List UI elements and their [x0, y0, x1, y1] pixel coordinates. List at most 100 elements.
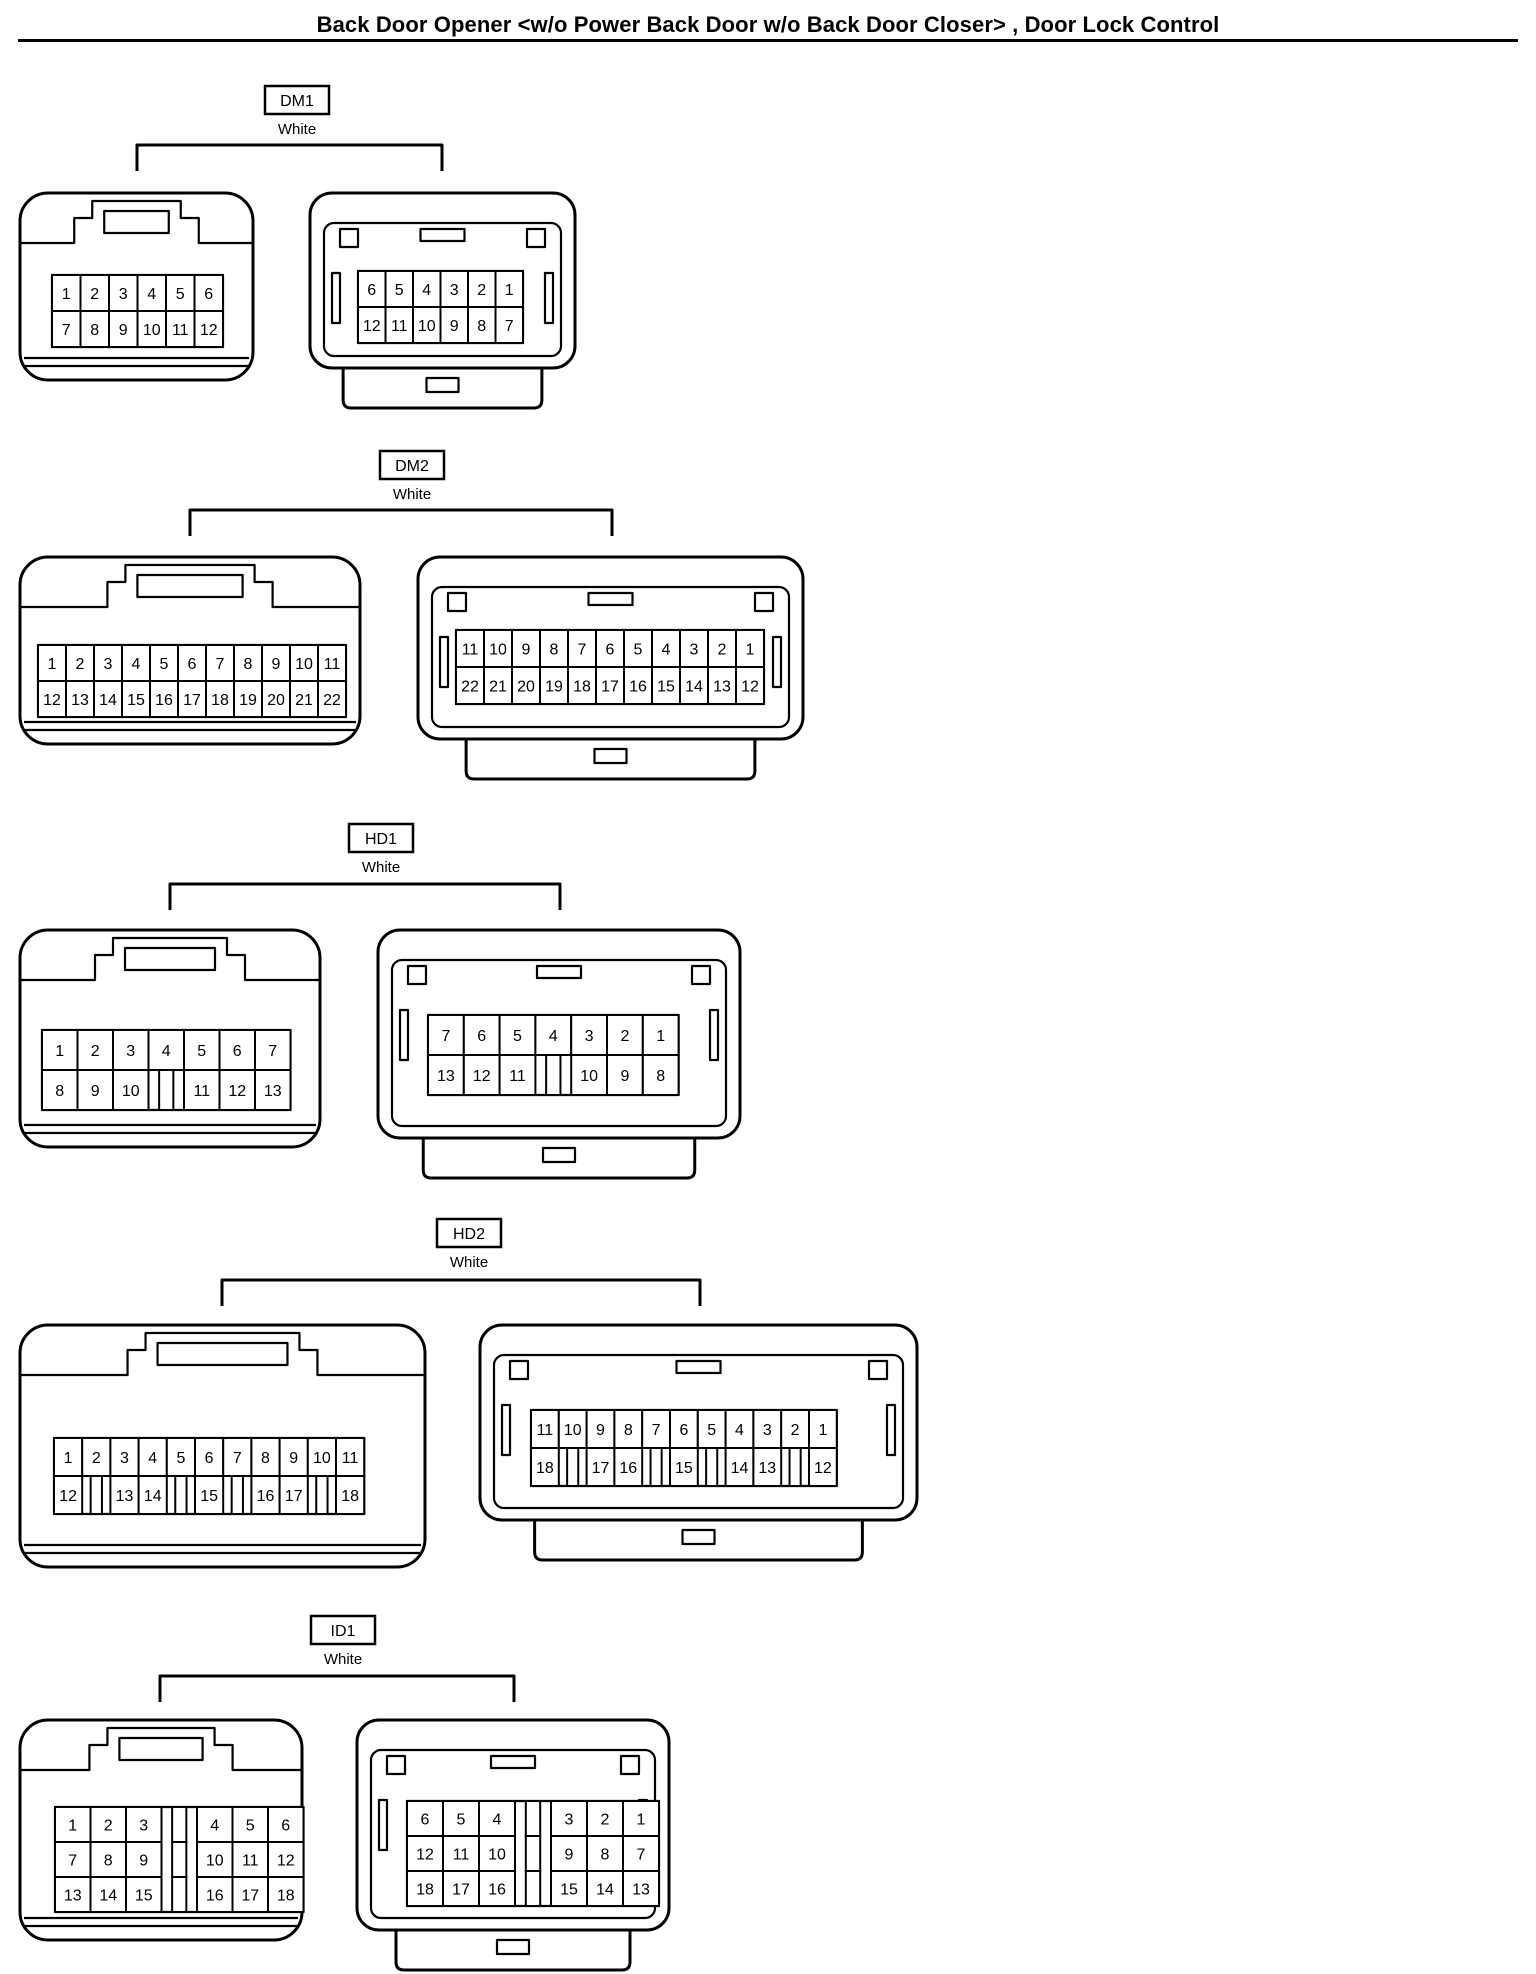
pin-label: 9 — [139, 1853, 148, 1870]
id1-male-pin-cell — [406, 1835, 444, 1872]
dm2-female-latch-tab — [136, 573, 244, 599]
dm2-female-latch — [20, 563, 360, 609]
hd2-female-key-gap — [89, 1475, 103, 1515]
pin-label: 5 — [176, 1450, 185, 1467]
hd1-male-pin-cell — [641, 1014, 680, 1056]
pin-label: 5 — [246, 1818, 255, 1835]
pin-label: 21 — [489, 679, 507, 696]
pin-label: 5 — [176, 286, 185, 303]
pin-label: 7 — [652, 1422, 661, 1439]
pin-label: 2 — [791, 1422, 800, 1439]
pin-label: 2 — [90, 286, 99, 303]
pin-label: 9 — [522, 642, 531, 659]
pin-label: 8 — [90, 322, 99, 339]
pin-label: 8 — [104, 1853, 113, 1870]
dm2-male-notch-left — [446, 591, 468, 613]
id1-female-key-gap — [171, 1841, 188, 1878]
pin-label: 9 — [289, 1450, 298, 1467]
pin-label: 22 — [323, 692, 341, 709]
pin-label: 15 — [657, 679, 675, 696]
pin-label: 4 — [493, 1812, 502, 1829]
pin-label: 6 — [233, 1043, 242, 1060]
hd2-female-key-gap — [174, 1475, 188, 1515]
pin-label: 18 — [341, 1488, 359, 1505]
hd2-male-notch-right — [867, 1359, 889, 1381]
hd2-female-pin-cell — [335, 1475, 366, 1515]
pin-label: 2 — [91, 1043, 100, 1060]
dm1-male-notch-left — [338, 227, 360, 249]
id1-female-pin-cell — [196, 1876, 234, 1913]
pin-label: 3 — [120, 1450, 129, 1467]
dm1-female-pin-cell — [79, 310, 110, 348]
hd2-male-pin-cell — [808, 1447, 838, 1487]
pin-label: 9 — [450, 318, 459, 335]
pin-label: 13 — [71, 692, 89, 709]
dm1-male-slot-left — [330, 271, 342, 325]
pin-label: 13 — [116, 1488, 134, 1505]
title-divider — [18, 39, 1518, 42]
pin-label: 2 — [601, 1812, 610, 1829]
pin-label: 1 — [55, 1043, 64, 1060]
connector-id: HD2 — [453, 1226, 485, 1243]
hd1-male-key — [535, 964, 583, 980]
id1-male-lock-button — [495, 1938, 531, 1956]
pin-label: 3 — [565, 1812, 574, 1829]
pin-label: 11 — [242, 1853, 259, 1870]
dm2-male-slot-left — [438, 635, 450, 689]
id1-male-pin-cell — [478, 1800, 516, 1837]
id1-male-pin-cell — [550, 1835, 588, 1872]
connector-id-box — [347, 822, 415, 854]
hd2-male-pin-cell — [808, 1409, 838, 1449]
dm2-female-pin-cell — [177, 644, 207, 682]
pin-label: 2 — [620, 1028, 629, 1045]
pin-label: 13 — [64, 1888, 82, 1905]
id1-male-pin-cell — [478, 1870, 516, 1907]
hd1-female-pin-cell — [183, 1069, 221, 1111]
pin-label: 13 — [758, 1460, 776, 1477]
dm2-male-recess — [430, 585, 791, 729]
pin-label: 3 — [763, 1422, 772, 1439]
pin-label: 16 — [257, 1488, 275, 1505]
pin-label: 14 — [685, 679, 703, 696]
pin-label: 1 — [746, 642, 755, 659]
hd2-female-pin-cell — [306, 1437, 337, 1477]
hd2-male-slot-left — [500, 1403, 512, 1457]
pin-label: 15 — [675, 1460, 693, 1477]
pin-label: 1 — [68, 1818, 77, 1835]
pin-label: 12 — [43, 692, 61, 709]
pin-label: 11 — [462, 642, 479, 659]
hd2-male-pin-cell — [780, 1409, 811, 1449]
hd1-male-recess — [390, 958, 728, 1128]
pin-label: 16 — [488, 1882, 506, 1899]
hd2-male-notch-left — [508, 1359, 530, 1381]
pin-label: 7 — [62, 322, 71, 339]
dm2-male-slot-right — [771, 635, 783, 689]
dm1-female-pin-cell — [165, 310, 196, 348]
pin-label: 8 — [624, 1422, 633, 1439]
hd2-male-pin-cell — [613, 1409, 644, 1449]
hd1-male-pin-cell — [498, 1014, 537, 1056]
id1-male-pin-cell — [586, 1835, 624, 1872]
pin-label: 5 — [197, 1043, 206, 1060]
id1-male-key-gap — [524, 1870, 542, 1907]
id1-female-latch-tab — [118, 1736, 204, 1762]
hd2-male-recess — [492, 1353, 905, 1510]
id1-female-pin-cell — [267, 1841, 305, 1878]
pin-label: 13 — [264, 1083, 282, 1100]
dm1-female-pin-cell — [136, 274, 167, 312]
connector-id-box — [435, 1217, 503, 1249]
connector-color: White — [324, 1651, 362, 1668]
hd2-male-pin-cell — [724, 1447, 755, 1487]
dm2-male-lock-button — [593, 747, 628, 765]
page-title: Back Door Opener <w/o Power Back Door w/… — [316, 12, 1220, 37]
hd2-male-key-gap — [705, 1447, 719, 1487]
hd1-male-pin-cell — [570, 1014, 609, 1056]
pin-label: 17 — [183, 692, 201, 709]
pin-label: 18 — [277, 1888, 295, 1905]
hd2-female-pin-cell — [53, 1475, 84, 1515]
dm1-male-pin-cell — [494, 270, 524, 308]
hd2-male-pin-cell — [530, 1447, 560, 1487]
pin-label: 13 — [437, 1068, 455, 1085]
